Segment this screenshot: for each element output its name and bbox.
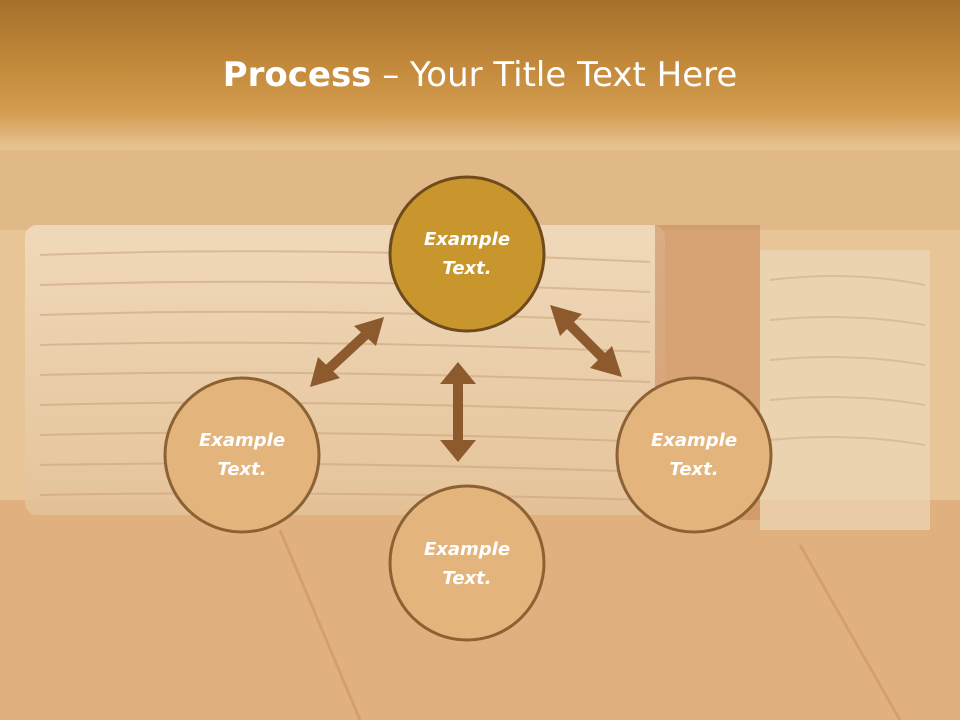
- node-circle-center[interactable]: [388, 175, 546, 333]
- node-label-center-line2: Text.: [442, 258, 492, 279]
- arrow-center-right: [550, 305, 622, 377]
- title-bar: [0, 0, 960, 150]
- node-label-right-line1: Example: [650, 430, 738, 451]
- node-circle-bottom[interactable]: [388, 484, 546, 642]
- node-label-left-line2: Text.: [217, 459, 267, 480]
- node-label-center-line1: Example: [423, 229, 511, 250]
- node-label-right-line2: Text.: [669, 459, 719, 480]
- node-circle-right[interactable]: [615, 376, 773, 534]
- arrow-center-left: [310, 317, 384, 387]
- node-label-left-line1: Example: [198, 430, 286, 451]
- node-label-bottom-line2: Text.: [442, 568, 492, 589]
- node-label-bottom-line1: Example: [423, 539, 511, 560]
- title-bold: Process: [222, 55, 372, 95]
- title-rest: – Your Title Text Here: [371, 55, 738, 95]
- slide-title: Process – Your Title Text Here: [0, 52, 960, 98]
- node-circle-left[interactable]: [163, 376, 321, 534]
- arrow-center-bottom: [440, 362, 476, 462]
